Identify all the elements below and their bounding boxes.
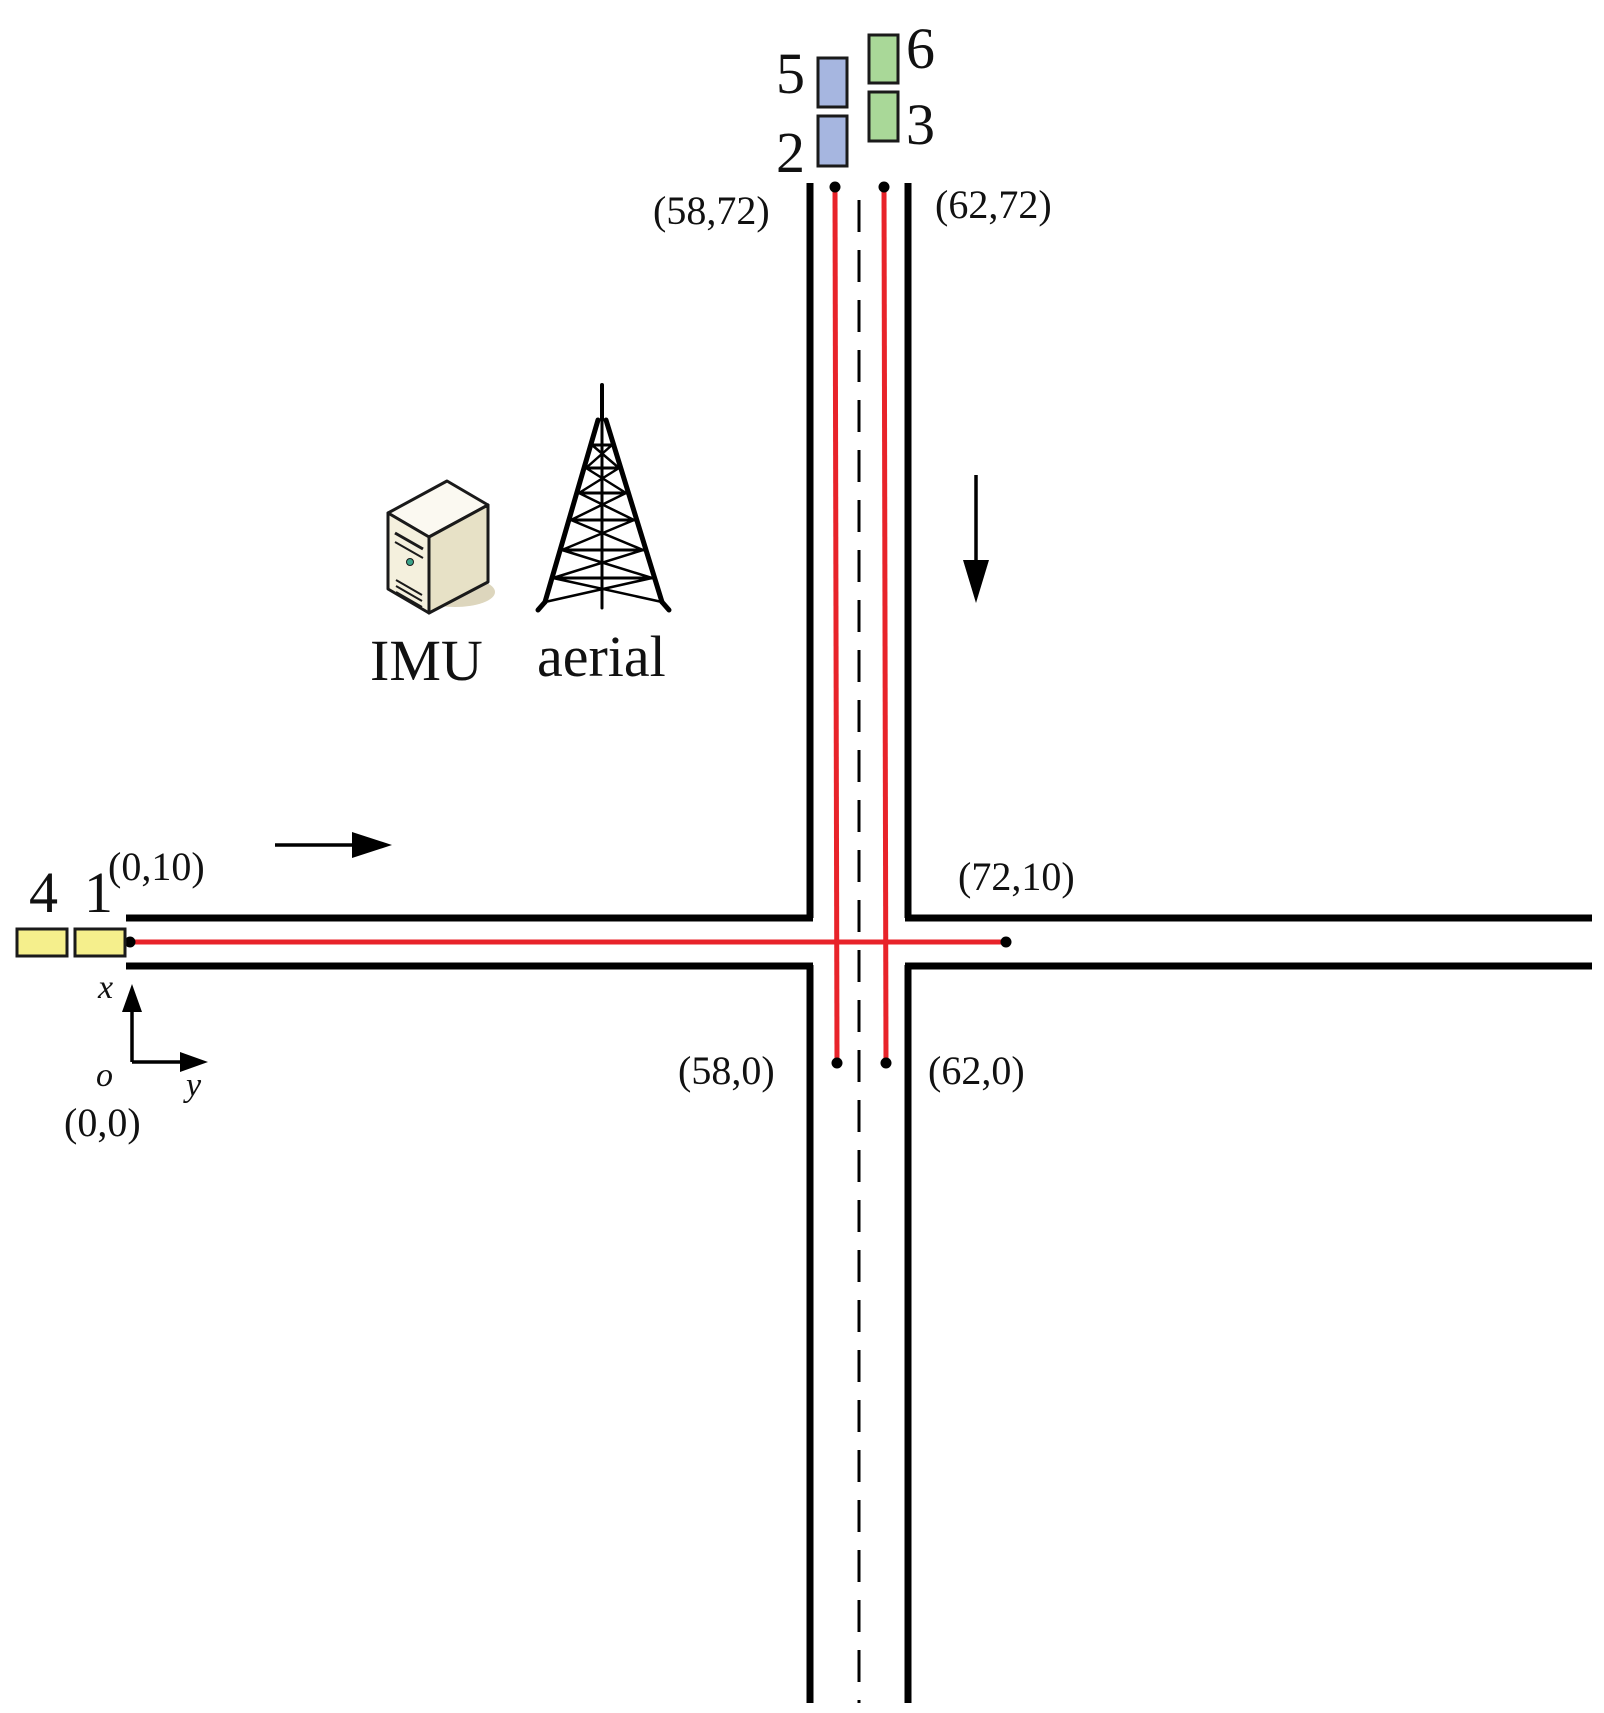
vehicle-1-box xyxy=(73,927,127,958)
server-icon xyxy=(386,479,495,615)
trajectory-left-lane xyxy=(832,186,840,1064)
endpoint-0-10 xyxy=(124,936,136,948)
antenna-tower-icon xyxy=(535,383,672,613)
vehicle-6-label: 6 xyxy=(906,16,935,81)
vehicle-2-box xyxy=(816,114,849,168)
x-axis-label: x xyxy=(97,969,113,1006)
coord-label-62-0: (62,0) xyxy=(928,1048,1025,1093)
direction-arrow-right xyxy=(275,832,392,858)
vehicle-2-label: 2 xyxy=(776,120,805,185)
vehicle-3-label: 3 xyxy=(906,92,935,157)
vehicle-4-box xyxy=(15,927,69,958)
tower-label: aerial xyxy=(537,624,666,689)
direction-arrow-down xyxy=(963,475,989,603)
vehicle-4-label: 4 xyxy=(29,860,58,925)
vehicles xyxy=(15,33,900,958)
endpoint-58-72 xyxy=(829,181,841,193)
trajectory-right-lane xyxy=(881,186,889,1064)
vehicle-5-box xyxy=(816,56,849,109)
coord-label-62-72: (62,72) xyxy=(935,182,1052,227)
y-axis-label: y xyxy=(183,1067,202,1104)
x-axis-arrowhead xyxy=(122,984,142,1012)
endpoint-62-0 xyxy=(880,1057,892,1069)
axis-indicator xyxy=(122,984,208,1072)
endpoint-58-0 xyxy=(831,1057,843,1069)
endpoint-72-10 xyxy=(1000,936,1012,948)
coord-label-0-10: (0,10) xyxy=(108,844,205,889)
road-edges xyxy=(126,183,1592,1703)
trajectory-endpoints xyxy=(124,181,1012,1069)
vehicle-3-box xyxy=(867,90,900,143)
vehicle-trajectories xyxy=(130,186,1006,1064)
vehicle-1-label: 1 xyxy=(84,860,113,925)
endpoint-62-72 xyxy=(878,181,890,193)
vehicle-5-label: 5 xyxy=(776,41,805,106)
origin-label: o xyxy=(96,1057,113,1094)
y-axis-arrowhead xyxy=(180,1052,208,1072)
vehicle-6-box xyxy=(867,33,900,85)
server-label: IMU xyxy=(370,628,483,693)
coord-label-58-0: (58,0) xyxy=(678,1048,775,1093)
coord-label-72-10: (72,10) xyxy=(958,854,1075,899)
coord-label-0-0: (0,0) xyxy=(64,1100,141,1145)
coord-label-58-72: (58,72) xyxy=(653,188,770,233)
